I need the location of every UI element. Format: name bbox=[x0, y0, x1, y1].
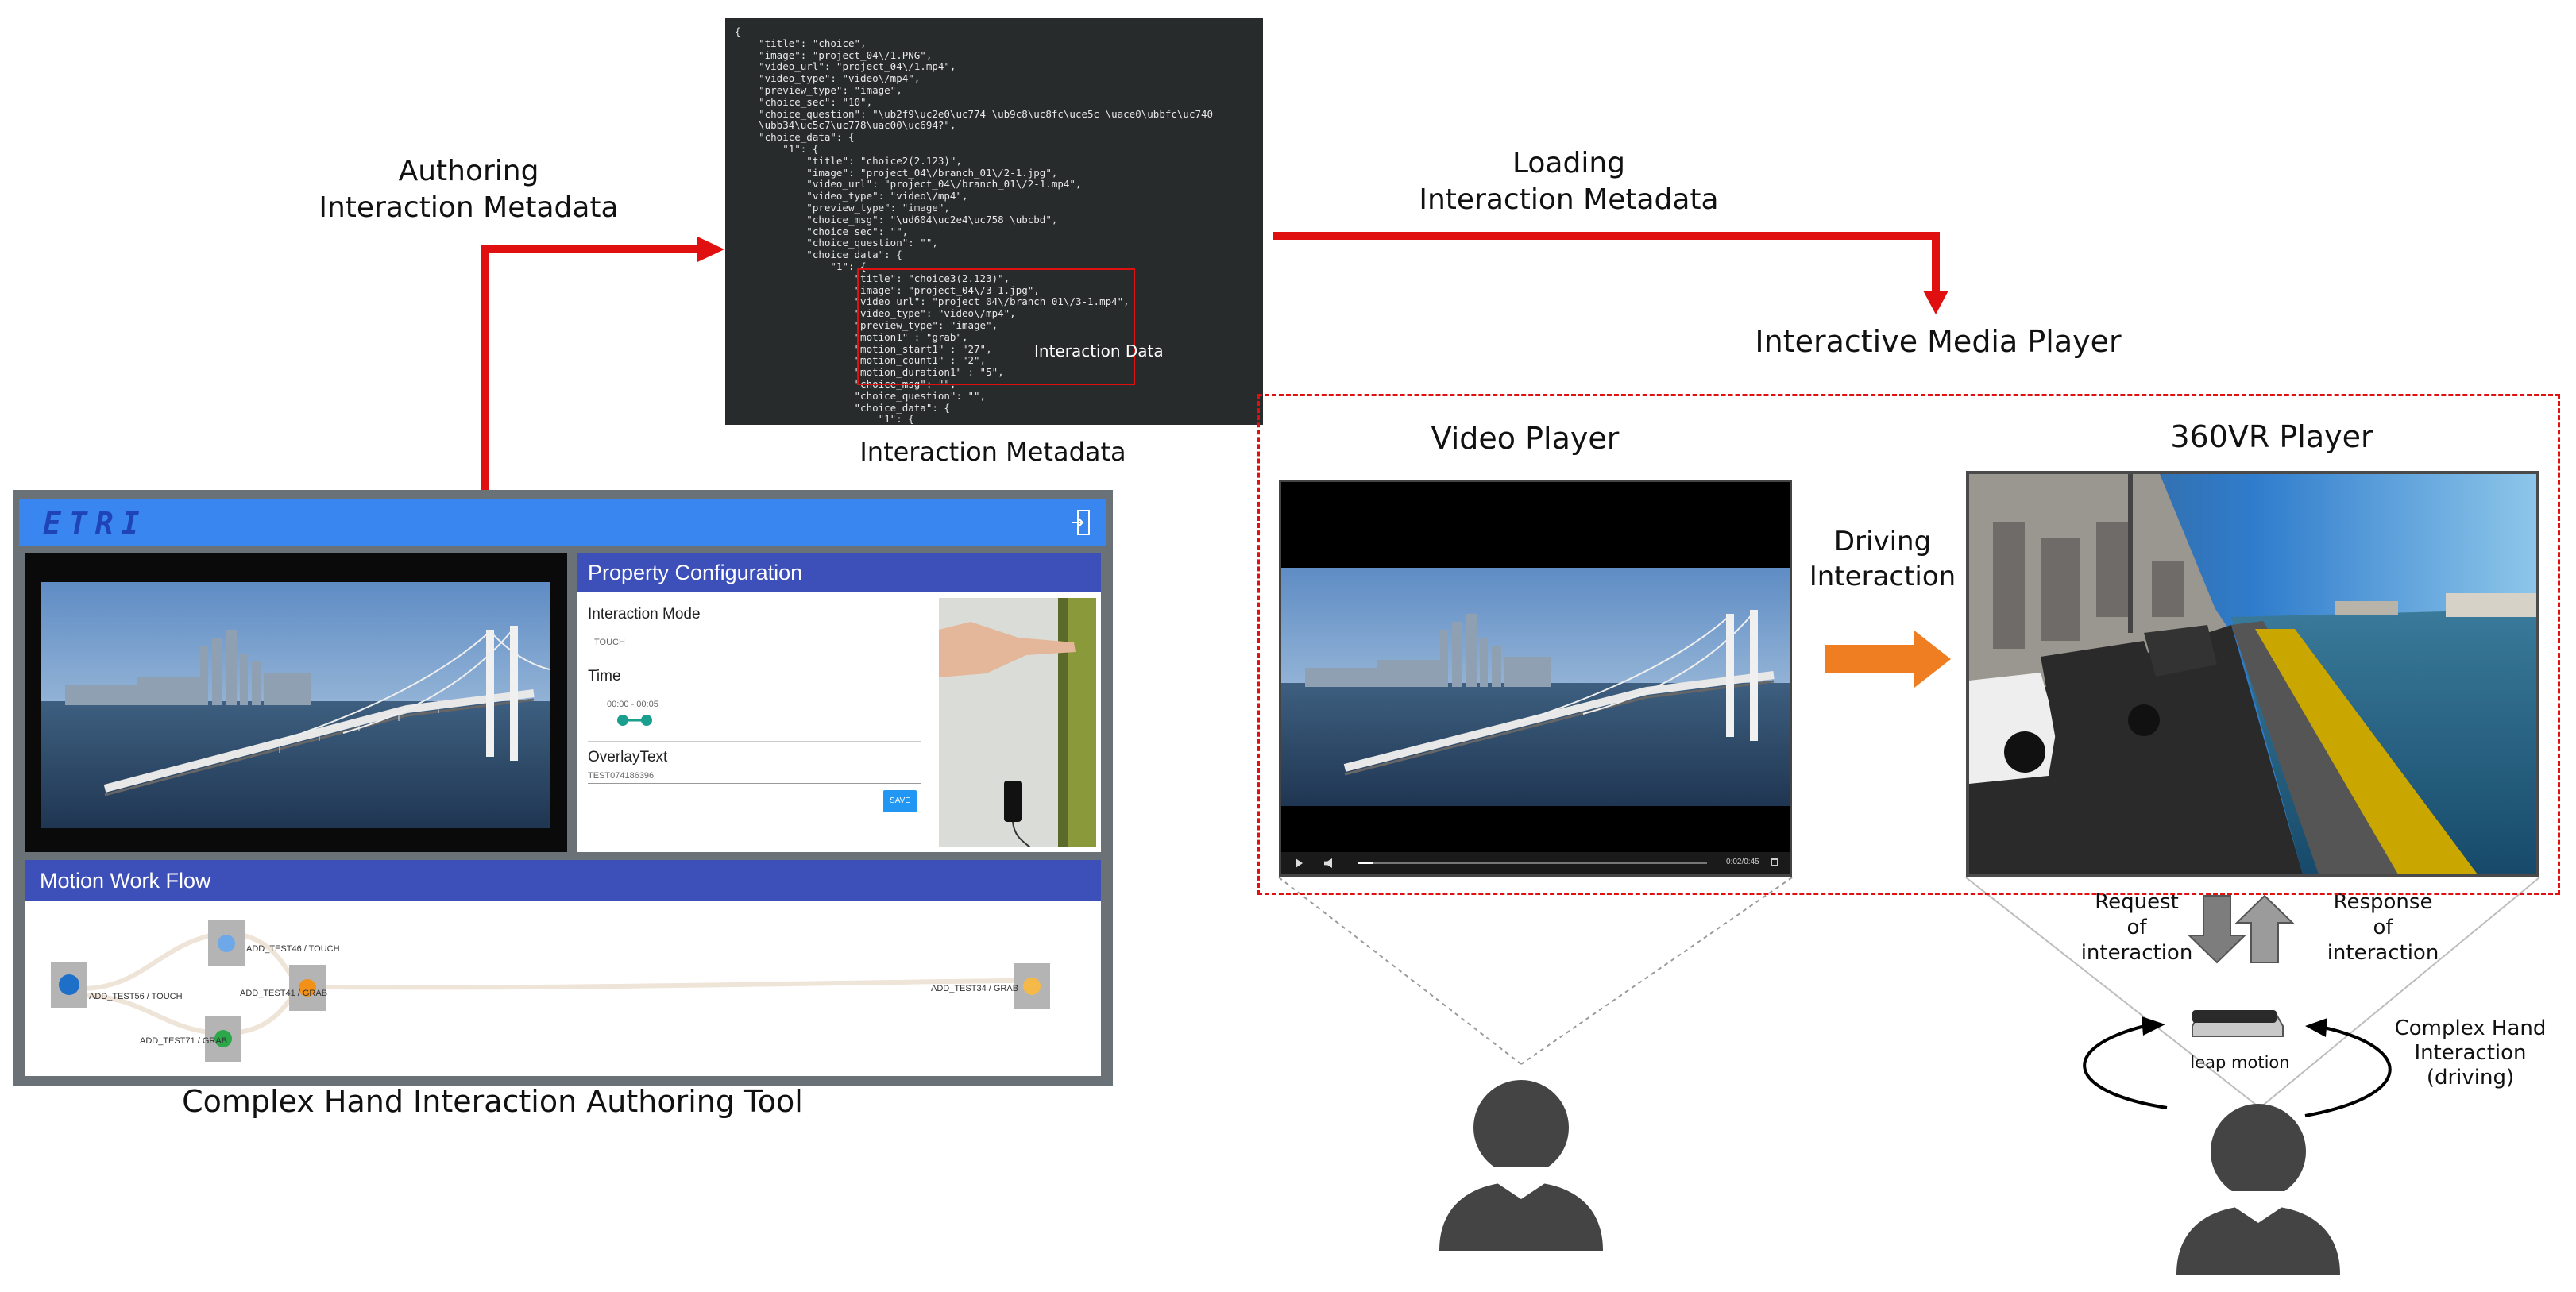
fullscreen-icon[interactable] bbox=[1771, 858, 1778, 866]
metadata-code-panel: { "title": "choice", "image": "project_0… bbox=[725, 18, 1263, 425]
right-hand-curve bbox=[2304, 1026, 2392, 1117]
vr-player-label: 360VR Player bbox=[2170, 419, 2373, 454]
seek-bar[interactable] bbox=[1358, 862, 1707, 864]
workflow-node-dot bbox=[59, 974, 79, 995]
loading-arrow bbox=[1273, 232, 1940, 292]
seek-bar-progress bbox=[1358, 862, 1373, 864]
interaction-metadata-label: Interaction Metadata bbox=[859, 437, 1126, 467]
video-preview[interactable] bbox=[25, 553, 567, 852]
request-arrow bbox=[2187, 895, 2247, 964]
leap-motion-device bbox=[2192, 1010, 2284, 1037]
workflow-node[interactable] bbox=[51, 962, 87, 1008]
time-divider bbox=[588, 741, 921, 742]
workflow-node-dot bbox=[299, 979, 316, 997]
time-label: Time bbox=[588, 668, 621, 685]
workflow-node[interactable] bbox=[289, 965, 326, 1011]
time-range-slider[interactable] bbox=[616, 712, 656, 728]
interaction-data-label: Interaction Data bbox=[1034, 341, 1164, 361]
tool-caption: Complex Hand Interaction Authoring Tool bbox=[182, 1084, 803, 1119]
code-text: { "title": "choice", "image": "project_0… bbox=[735, 25, 1214, 425]
vr-street-frame bbox=[1969, 474, 2536, 874]
workflow-node[interactable] bbox=[1014, 963, 1050, 1009]
volume-icon[interactable] bbox=[1324, 858, 1332, 868]
hand-pointing-photo bbox=[939, 598, 1096, 847]
workflow-node-label: ADD_TEST56 / TOUCH bbox=[89, 992, 183, 1001]
leap-motion-label: leap motion bbox=[2190, 1053, 2290, 1072]
play-icon[interactable] bbox=[1296, 858, 1303, 868]
exit-icon[interactable] bbox=[1070, 509, 1092, 536]
authoring-arrow bbox=[481, 245, 699, 490]
workflow-node-label: ADD_TEST46 / TOUCH bbox=[246, 944, 340, 954]
tool-topbar: ETRI bbox=[19, 499, 1106, 546]
person-icon bbox=[1439, 1080, 1603, 1251]
interaction-mode-select[interactable]: TOUCH bbox=[594, 638, 920, 650]
authoring-tool-window: ETRI bbox=[13, 490, 1113, 1086]
workflow-node-label: ADD_TEST34 / GRAB bbox=[931, 984, 1019, 993]
overlay-text-input[interactable]: TEST074186396 bbox=[588, 771, 921, 784]
time-display: 0:02/0:45 bbox=[1726, 858, 1759, 866]
video-player[interactable]: 0:02/0:45 bbox=[1279, 480, 1792, 877]
driving-arrow bbox=[1825, 631, 1951, 688]
workflow-node[interactable] bbox=[205, 1016, 241, 1062]
motion-work-flow-panel: Motion Work Flow ADD_TEST56 / TOUCH ADD_… bbox=[25, 860, 1101, 1076]
bridge-video-frame bbox=[41, 582, 550, 828]
workflow-node-dot bbox=[214, 1030, 232, 1047]
workflow-node-dot bbox=[218, 935, 235, 952]
etri-logo: ETRI bbox=[43, 506, 148, 541]
workflow-node-label: ADD_TEST71 / GRAB bbox=[140, 1036, 228, 1046]
interactive-media-player-label: Interactive Media Player bbox=[1755, 324, 2122, 359]
person-icon-2 bbox=[2176, 1104, 2340, 1275]
interaction-data-box bbox=[857, 268, 1135, 385]
property-panel-title: Property Configuration bbox=[577, 553, 1101, 592]
workflow-node-label: ADD_TEST41 / GRAB bbox=[240, 989, 328, 998]
save-button[interactable]: SAVE bbox=[883, 790, 917, 812]
workflow-node[interactable] bbox=[208, 920, 245, 966]
motion-panel-title: Motion Work Flow bbox=[25, 860, 1101, 901]
response-arrow bbox=[2234, 894, 2295, 963]
left-hand-curve bbox=[2083, 1024, 2168, 1109]
overlay-text-label: OverlayText bbox=[588, 749, 668, 766]
video-player-frame bbox=[1281, 568, 1790, 806]
interactive-player-dashed-box bbox=[1257, 394, 2560, 895]
video-player-label: Video Player bbox=[1431, 421, 1620, 456]
workflow-node-dot bbox=[1023, 978, 1041, 995]
vr-player[interactable] bbox=[1966, 471, 2539, 877]
video-controls: 0:02/0:45 bbox=[1281, 852, 1790, 874]
property-configuration-panel: Property Configuration Interaction Mode … bbox=[577, 553, 1101, 852]
time-range-value: 00:00 - 00:05 bbox=[607, 700, 658, 709]
interaction-mode-label: Interaction Mode bbox=[588, 606, 701, 623]
